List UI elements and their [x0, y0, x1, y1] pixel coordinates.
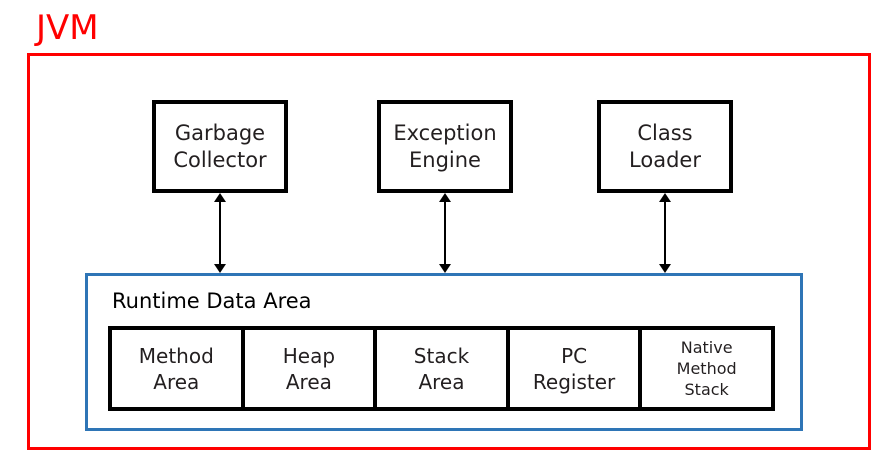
memory-cell-label: Native Method Stack [677, 337, 737, 400]
component-label-line1: Garbage [174, 120, 266, 145]
component-label-line1: Class [637, 120, 693, 145]
memory-cell-label: Heap Area [283, 343, 335, 395]
component-box-exception-engine: Exception Engine [377, 100, 513, 193]
memory-cell-line3: Stack [684, 380, 729, 399]
component-box-class-loader: Class Loader [597, 100, 733, 193]
component-label-line1: Exception [393, 120, 497, 145]
double-arrow-icon-garbage-collector [212, 193, 228, 273]
jvm-boundary-frame [27, 53, 871, 450]
memory-cell-line1: Stack [413, 343, 470, 368]
double-arrow-icon-exception-engine [437, 193, 453, 273]
memory-cell-line2: Register [532, 369, 616, 394]
arrow-shaft [664, 197, 666, 269]
memory-cell-label: Stack Area [414, 343, 469, 395]
memory-cell-native-method-stack: Native Method Stack [642, 330, 771, 407]
arrow-shaft [219, 197, 221, 269]
jvm-title: JVM [36, 8, 99, 48]
memory-cell-label: Method Area [139, 343, 214, 395]
memory-cell-line2: Area [153, 369, 200, 394]
memory-cell-heap-area: Heap Area [244, 330, 378, 407]
memory-cell-line1: Method [138, 343, 214, 368]
component-label-exception-engine: Exception Engine [393, 120, 496, 174]
runtime-data-area-title: Runtime Data Area [112, 289, 312, 313]
memory-cell-line2: Area [285, 369, 332, 394]
component-label-line2: Collector [173, 147, 267, 172]
arrowhead-down-icon [659, 264, 671, 273]
double-arrow-icon-class-loader [657, 193, 673, 273]
memory-cell-line2: Area [418, 369, 465, 394]
component-label-line2: Engine [409, 147, 481, 172]
component-box-garbage-collector: Garbage Collector [152, 100, 288, 193]
arrowhead-down-icon [214, 264, 226, 273]
memory-cell-line2: Method [676, 359, 737, 378]
arrow-shaft [444, 197, 446, 269]
component-label-line2: Loader [629, 147, 701, 172]
memory-cell-line1: PC [561, 343, 588, 368]
arrowhead-down-icon [439, 264, 451, 273]
memory-cell-line1: Heap [282, 343, 336, 368]
component-label-garbage-collector: Garbage Collector [173, 120, 266, 174]
memory-area-row: Method Area Heap Area Stack Area PC Regi… [108, 326, 775, 411]
memory-cell-line1: Native [680, 338, 733, 357]
component-label-class-loader: Class Loader [629, 120, 701, 174]
memory-cell-pc-register: PC Register [509, 330, 643, 407]
memory-cell-method-area: Method Area [112, 330, 245, 407]
memory-cell-stack-area: Stack Area [377, 330, 510, 407]
memory-cell-label: PC Register [533, 343, 615, 395]
